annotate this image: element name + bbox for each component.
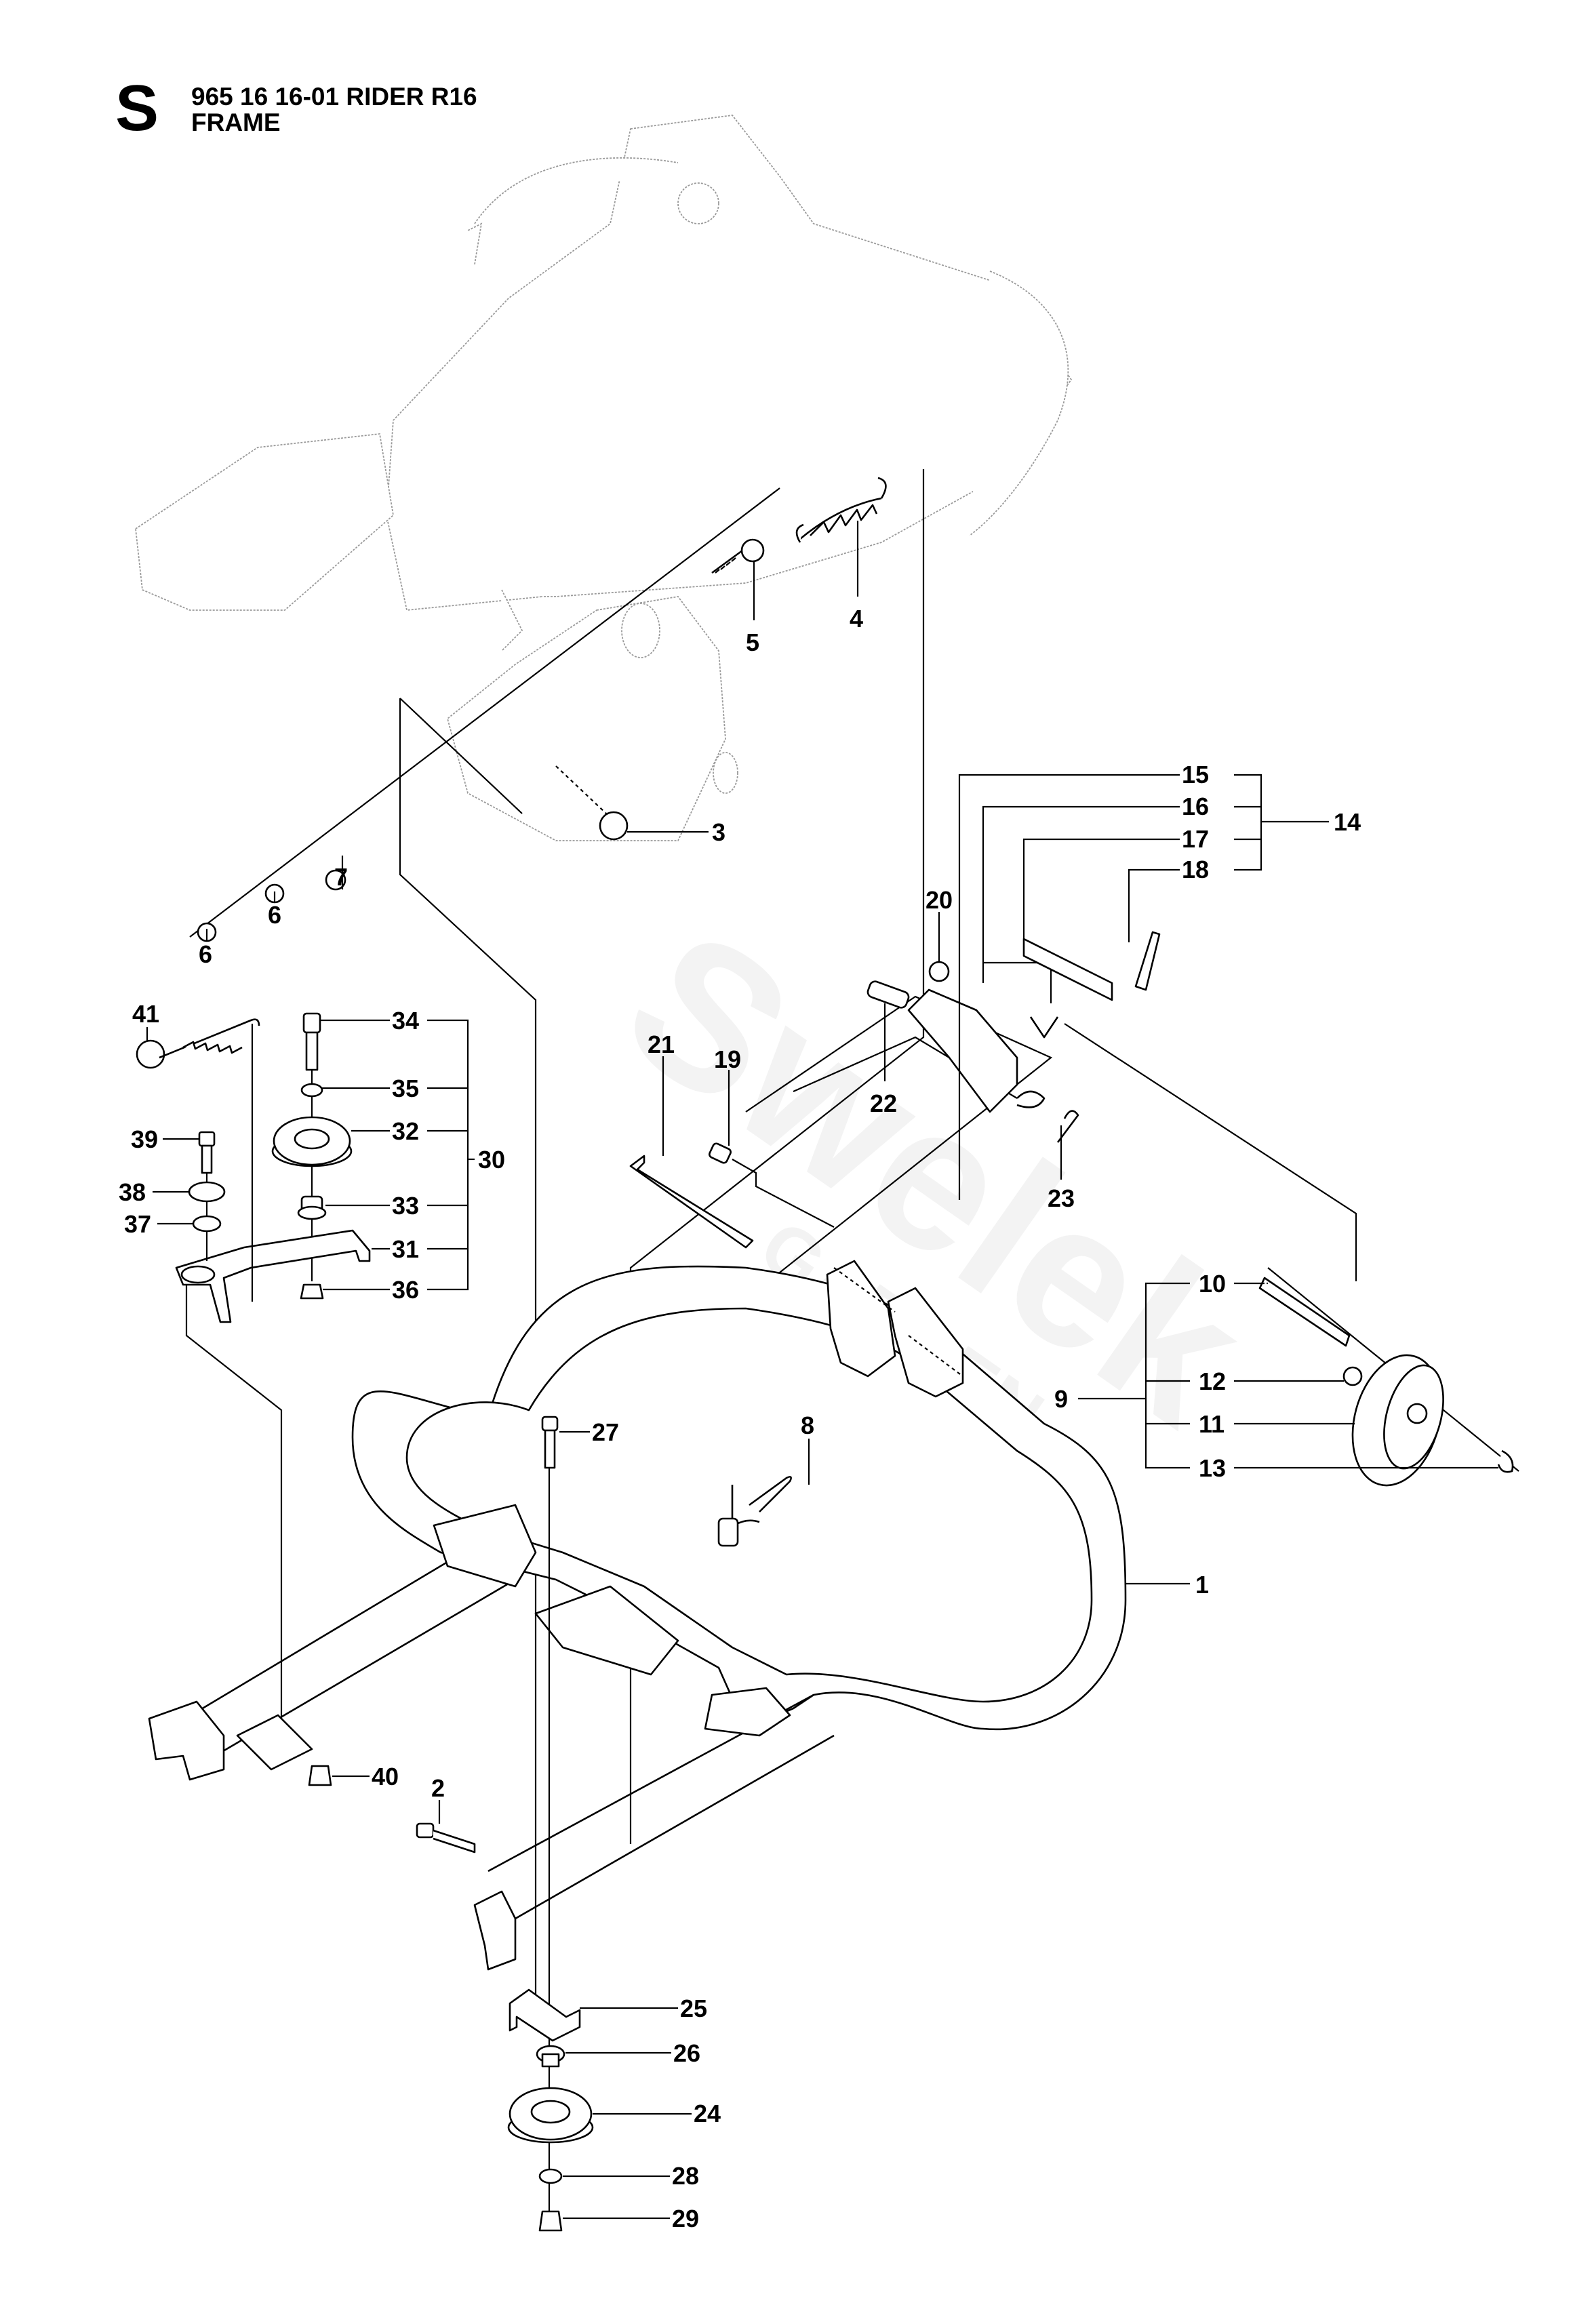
callout-15[interactable]: 15: [1182, 761, 1209, 788]
wheel-icon: [1351, 1354, 1444, 1487]
model-line: 965 16 16-01 RIDER R16: [191, 83, 477, 111]
callout-13[interactable]: 13: [1199, 1454, 1226, 1482]
callout-38[interactable]: 38: [119, 1178, 146, 1206]
callout-31[interactable]: 31: [392, 1235, 419, 1263]
callout-19[interactable]: 19: [714, 1045, 741, 1073]
callout-14[interactable]: 14: [1334, 808, 1361, 836]
callout-21[interactable]: 21: [648, 1030, 675, 1058]
callout-6-outer[interactable]: 6: [199, 940, 212, 968]
pulley-icon: [507, 2087, 594, 2144]
callout-24[interactable]: 24: [694, 2100, 721, 2127]
lower-pulley-stack: [507, 1988, 594, 2232]
callout-22[interactable]: 22: [870, 1089, 897, 1117]
callout-33[interactable]: 33: [392, 1192, 419, 1220]
pulley-icon: [271, 1116, 353, 1167]
callout-7[interactable]: 7: [334, 863, 348, 891]
nut-icon: [300, 1283, 324, 1300]
callout-39[interactable]: 39: [131, 1125, 158, 1153]
spring-icon: [810, 504, 878, 536]
leader-lines: [146, 521, 1498, 2220]
callout-23[interactable]: 23: [1048, 1184, 1075, 1212]
callout-16[interactable]: 16: [1182, 793, 1209, 820]
callout-17[interactable]: 17: [1182, 825, 1209, 853]
callout-25[interactable]: 25: [680, 1995, 707, 2022]
callout-5[interactable]: 5: [746, 628, 759, 656]
callout-10[interactable]: 10: [1199, 1270, 1226, 1298]
section-letter: S: [115, 72, 159, 144]
diagram-title: 965 16 16-01 RIDER R16 FRAME: [191, 84, 477, 136]
callout-41[interactable]: 41: [132, 1000, 159, 1028]
callout-27[interactable]: 27: [592, 1418, 619, 1446]
callout-32[interactable]: 32: [392, 1117, 419, 1145]
callout-11[interactable]: 11: [1199, 1410, 1225, 1438]
callout-20[interactable]: 20: [926, 886, 953, 914]
callout-35[interactable]: 35: [392, 1075, 419, 1102]
callout-28[interactable]: 28: [672, 2162, 699, 2190]
callout-18[interactable]: 18: [1182, 856, 1209, 883]
callout-30[interactable]: 30: [478, 1146, 505, 1174]
callout-36[interactable]: 36: [392, 1276, 419, 1304]
idler-pulley-assembly: [136, 1012, 371, 1323]
callout-6-inner[interactable]: 6: [268, 901, 281, 929]
washer-icon: [325, 869, 346, 891]
callout-1[interactable]: 1: [1195, 1571, 1209, 1599]
callout-37[interactable]: 37: [124, 1210, 151, 1238]
chassis-ghost: [135, 115, 1073, 841]
callout-40[interactable]: 40: [372, 1763, 399, 1790]
callout-3[interactable]: 3: [712, 818, 725, 846]
section-title: FRAME: [191, 108, 281, 136]
callout-34[interactable]: 34: [392, 1007, 419, 1035]
callout-12[interactable]: 12: [1199, 1367, 1226, 1395]
callout-26[interactable]: 26: [673, 2039, 700, 2067]
nut-icon: [599, 811, 629, 841]
callout-9[interactable]: 9: [1054, 1385, 1068, 1413]
lift-bracket-assembly: [867, 931, 1161, 1143]
callout-8[interactable]: 8: [801, 1411, 814, 1439]
wheel-assembly: [1258, 1267, 1519, 1487]
callout-labels: 3 4 5 6 6 7 15 16 17 18 14 20 19 21 22 2…: [119, 605, 1361, 2232]
callout-2[interactable]: 2: [431, 1774, 445, 1802]
callout-4[interactable]: 4: [850, 605, 863, 633]
callout-29[interactable]: 29: [672, 2205, 699, 2232]
